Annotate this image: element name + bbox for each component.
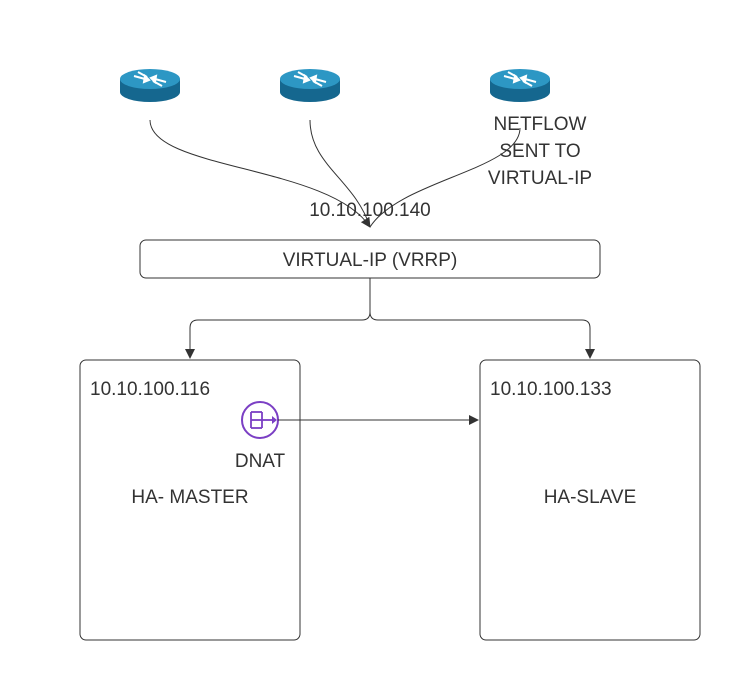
connector-router-1 — [149, 119, 371, 228]
master-address: 10.10.100.116 — [90, 379, 210, 400]
slave-role: HA-SLAVE — [544, 487, 637, 508]
router-icon — [490, 69, 550, 102]
netflow-note-line-1: NETFLOW — [494, 114, 587, 135]
virtual-ip-address: 10.10.100.140 — [309, 200, 431, 221]
virtual-ip-label: VIRTUAL-IP (VRRP) — [283, 250, 458, 271]
router-icon — [280, 69, 340, 102]
connector-router-2 — [309, 119, 371, 228]
slave-address: 10.10.100.133 — [490, 379, 612, 400]
nat-gateway-icon — [241, 401, 279, 439]
netflow-note-line-2: SENT TO — [499, 141, 580, 162]
netflow-note-line-3: VIRTUAL-IP — [488, 168, 592, 189]
master-role: HA- MASTER — [131, 487, 248, 508]
slave-node-box — [479, 359, 701, 641]
connector-to-master — [185, 278, 371, 359]
router-icon — [120, 69, 180, 102]
connector-to-slave — [369, 311, 595, 359]
connector-router-3 — [369, 127, 521, 228]
nat-label: DNAT — [235, 451, 286, 472]
